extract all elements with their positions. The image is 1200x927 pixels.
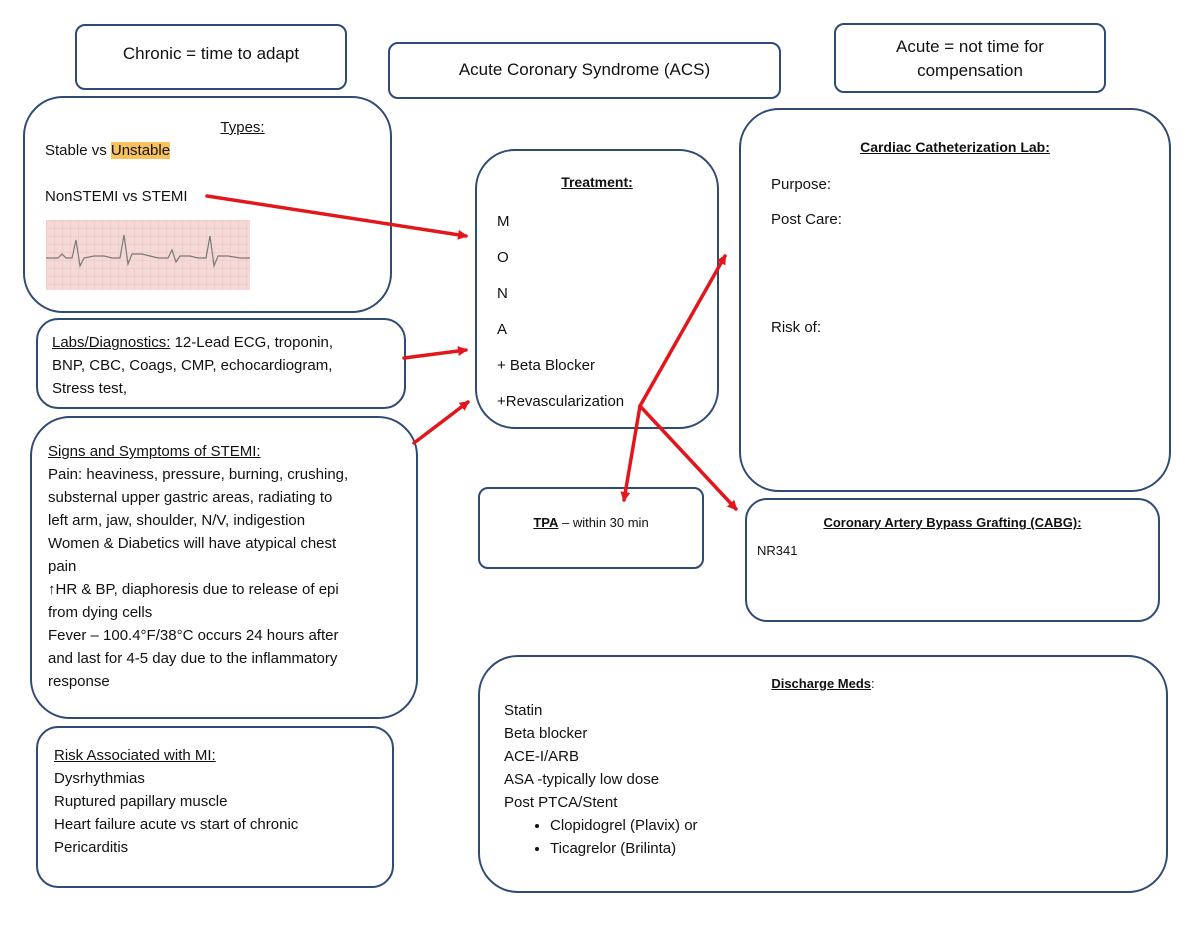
treatment-box: Treatment: M O N A + Beta Blocker +Revas… — [475, 149, 719, 429]
cath-purpose: Purpose: — [771, 176, 832, 193]
acute-line-1: Acute = not time for — [896, 37, 1044, 56]
treatment-heading: Treatment: — [561, 174, 633, 190]
unstable-highlight: Unstable — [110, 142, 171, 159]
signs-line: from dying cells — [48, 604, 153, 621]
discharge-item: Statin — [504, 702, 543, 719]
discharge-sub-item: Clopidogrel (Plavix) or — [550, 814, 1166, 837]
labs-line-2: BNP, CBC, Coags, CMP, echocardiogram, — [52, 357, 333, 374]
discharge-colon: : — [871, 676, 875, 691]
labs-box: Labs/Diagnostics: 12-Lead ECG, troponin,… — [36, 318, 406, 409]
treatment-item: N — [497, 285, 508, 302]
signs-line: pain — [48, 558, 77, 575]
risk-mi-item: Heart failure acute vs start of chronic — [54, 816, 299, 833]
types-heading: Types: — [220, 119, 265, 136]
risk-mi-item: Dysrhythmias — [54, 770, 145, 787]
cath-risk-of: Risk of: — [771, 319, 822, 336]
signs-line: Pain: heaviness, pressure, burning, crus… — [48, 466, 349, 483]
discharge-item: Beta blocker — [504, 725, 588, 742]
treatment-item: O — [497, 249, 509, 266]
stable-prefix: Stable vs — [45, 142, 111, 159]
discharge-sub-list: Clopidogrel (Plavix) or Ticagrelor (Bril… — [480, 814, 1166, 860]
cabg-note: NR341 — [757, 543, 798, 558]
risk-mi-box: Risk Associated with MI: Dysrhythmias Ru… — [36, 726, 394, 888]
arrow-signs-to-treatment — [412, 400, 470, 445]
treatment-item: + Beta Blocker — [497, 357, 595, 374]
discharge-heading: Discharge Meds — [771, 676, 872, 691]
acs-title-box: Acute Coronary Syndrome (ACS) — [388, 42, 781, 99]
discharge-item: ASA -typically low dose — [504, 771, 660, 788]
signs-line: and last for 4-5 day due to the inflamma… — [48, 650, 338, 667]
signs-box: Signs and Symptoms of STEMI: Pain: heavi… — [30, 416, 418, 719]
chronic-box: Chronic = time to adapt — [75, 24, 347, 90]
chronic-text: Chronic = time to adapt — [122, 44, 300, 63]
signs-line: ↑HR & BP, diaphoresis due to release of … — [48, 581, 339, 598]
discharge-sub-item: Ticagrelor (Brilinta) — [550, 837, 1166, 860]
tpa-box: TPA – within 30 min — [478, 487, 704, 569]
cath-lab-box: Cardiac Catheterization Lab: Purpose: Po… — [739, 108, 1171, 492]
discharge-box: Discharge Meds: Statin Beta blocker ACE-… — [478, 655, 1168, 893]
treatment-item: M — [497, 213, 510, 230]
signs-line: Women & Diabetics will have atypical che… — [48, 535, 337, 552]
risk-mi-item: Ruptured papillary muscle — [54, 793, 228, 810]
risk-mi-item: Pericarditis — [54, 839, 129, 856]
signs-line: response — [48, 673, 110, 690]
cath-post-care: Post Care: — [771, 211, 842, 228]
signs-line: left arm, jaw, shoulder, N/V, indigestio… — [48, 512, 306, 529]
labs-line-1-rest: 12-Lead ECG, troponin, — [170, 334, 334, 351]
discharge-item: ACE-I/ARB — [504, 748, 580, 765]
risk-mi-heading: Risk Associated with MI: — [54, 747, 216, 764]
tpa-label: TPA — [533, 515, 559, 530]
stable-line: Stable vs Unstable — [45, 139, 390, 162]
labs-line-3: Stress test, — [52, 380, 128, 397]
discharge-heading-row: Discharge Meds: — [480, 675, 1166, 693]
arrow-labs-to-treatment — [402, 346, 468, 360]
ecg-waveform — [46, 220, 250, 290]
labs-heading: Labs/Diagnostics: — [52, 334, 171, 351]
tpa-text: TPA – within 30 min — [480, 514, 702, 532]
treatment-item: +Revascularization — [497, 393, 625, 410]
discharge-item: Post PTCA/Stent — [504, 794, 618, 811]
acs-title: Acute Coronary Syndrome (ACS) — [458, 60, 711, 79]
cath-lab-heading: Cardiac Catheterization Lab: — [860, 139, 1050, 155]
treatment-item: A — [497, 321, 508, 338]
acute-box: Acute = not time for compensation — [834, 23, 1106, 93]
signs-line: substernal upper gastric areas, radiatin… — [48, 489, 333, 506]
signs-heading: Signs and Symptoms of STEMI: — [48, 443, 261, 460]
stemi-line: NonSTEMI vs STEMI — [45, 188, 188, 205]
cabg-heading: Coronary Artery Bypass Grafting (CABG): — [823, 515, 1082, 530]
tpa-rest: – within 30 min — [558, 515, 649, 530]
signs-line: Fever – 100.4°F/38°C occurs 24 hours aft… — [48, 627, 339, 644]
types-box: Types: Stable vs Unstable NonSTEMI vs ST… — [23, 96, 392, 313]
labs-line-1: Labs/Diagnostics: 12-Lead ECG, troponin, — [52, 331, 404, 354]
cabg-box: Coronary Artery Bypass Grafting (CABG): … — [745, 498, 1160, 622]
acute-line-2: compensation — [917, 61, 1023, 80]
ecg-strip — [46, 220, 250, 290]
